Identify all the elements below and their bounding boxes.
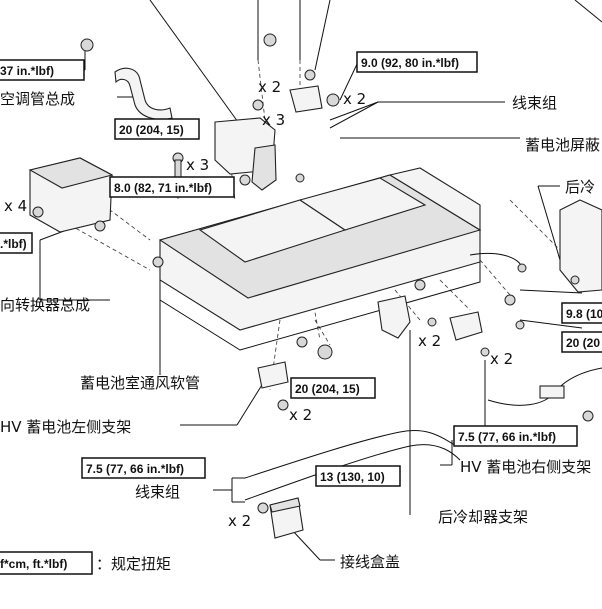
torque-text: 7.5 (77, 66 in.*lbf) xyxy=(86,462,184,476)
control-module-part xyxy=(172,117,277,191)
quantity-label: x 3 xyxy=(186,156,209,174)
label-rear-cooler-bracket: 后冷却器支架 xyxy=(438,508,528,526)
torque-text: 9.0 (92, 80 in.*lbf) xyxy=(361,56,459,70)
torque-spec-t3: 20 (204, 15) xyxy=(114,118,200,140)
quantity-label: x 2 xyxy=(258,78,281,96)
torque-text: 20 (204, 15) xyxy=(295,382,360,396)
torque-spec-t4: 8.0 (82, 71 in.*lbf) xyxy=(109,176,235,198)
torque-text: 7.5 (77, 66 in.*lbf) xyxy=(458,430,556,444)
right-harness-part xyxy=(487,367,602,422)
label-junction-cover: 接线盒盖 xyxy=(340,553,400,571)
quantity-label: x 2 xyxy=(289,406,312,424)
quantity-label: x 2 xyxy=(343,90,366,108)
quantity-labels: x 2 x 2 x 3 x 3 x 4 x 2 x 2 x 2 x 2 xyxy=(4,78,513,530)
part-labels: 空调管总成 线束组 蓄电池屏蔽 后冷 向转换器总成 蓄电池室通风软管 HV 蓄电… xyxy=(0,90,600,571)
torque-spec-t2: 9.0 (92, 80 in.*lbf) xyxy=(356,51,478,73)
quantity-label: x 3 xyxy=(262,111,285,129)
torque-spec-t7: 20 (20 xyxy=(561,331,602,353)
converter-part xyxy=(28,157,114,233)
torque-spec-t1: 37 in.*lbf) xyxy=(0,59,85,81)
quantity-label: x 2 xyxy=(228,512,251,530)
torque-text: 13 (130, 10) xyxy=(320,470,385,484)
torque-text: .*lbf) xyxy=(0,237,27,251)
ac-duct-part xyxy=(80,38,173,121)
junction-cover-part xyxy=(269,497,304,539)
bracket-parts xyxy=(257,279,525,411)
torque-spec-t10: 7.5 (77, 66 in.*lbf) xyxy=(81,457,206,479)
torque-legend: f*cm, ft.*lbf) ：规定扭矩 xyxy=(0,551,171,575)
torque-text: 20 (20 xyxy=(566,336,600,350)
label-vent-hose: 蓄电池室通风软管 xyxy=(80,374,200,392)
torque-spec-t11: 13 (130, 10) xyxy=(315,465,401,487)
torque-spec-t8: 20 (204, 15) xyxy=(290,377,376,399)
quantity-label: x 4 xyxy=(4,197,27,215)
label-rear-cooler: 后冷 xyxy=(565,178,595,196)
rear-cooler-part xyxy=(559,199,602,293)
label-converter: 向转换器总成 xyxy=(0,296,90,314)
quantity-label: x 2 xyxy=(490,350,513,368)
legend-box-text: f*cm, ft.*lbf) xyxy=(0,557,67,571)
torque-text: 9.8 (10 xyxy=(566,307,602,321)
torque-text: 8.0 (82, 71 in.*lbf) xyxy=(114,181,212,195)
torque-spec-t5: .*lbf) xyxy=(0,232,33,254)
bottom-harness-part xyxy=(244,430,461,514)
quantity-label: x 2 xyxy=(418,332,441,350)
torque-spec-t6: 9.8 (10 xyxy=(561,302,602,324)
torque-spec-t9: 7.5 (77, 66 in.*lbf) xyxy=(453,425,578,447)
label-ac-duct: 空调管总成 xyxy=(0,90,75,108)
label-wire-harness-top: 线束组 xyxy=(512,94,557,112)
torque-text: 20 (204, 15) xyxy=(119,123,184,137)
label-wire-harness-bottom: 线束组 xyxy=(135,483,180,501)
legend-description: ：规定扭矩 xyxy=(96,555,171,573)
top-fasteners xyxy=(252,33,340,113)
torque-text: 37 in.*lbf) xyxy=(0,64,54,78)
label-left-bracket: HV 蓄电池左侧支架 xyxy=(0,418,131,436)
label-battery-shield: 蓄电池屏蔽 xyxy=(525,136,600,154)
label-right-bracket: HV 蓄电池右侧支架 xyxy=(460,458,591,476)
battery-tray-part xyxy=(152,167,527,351)
